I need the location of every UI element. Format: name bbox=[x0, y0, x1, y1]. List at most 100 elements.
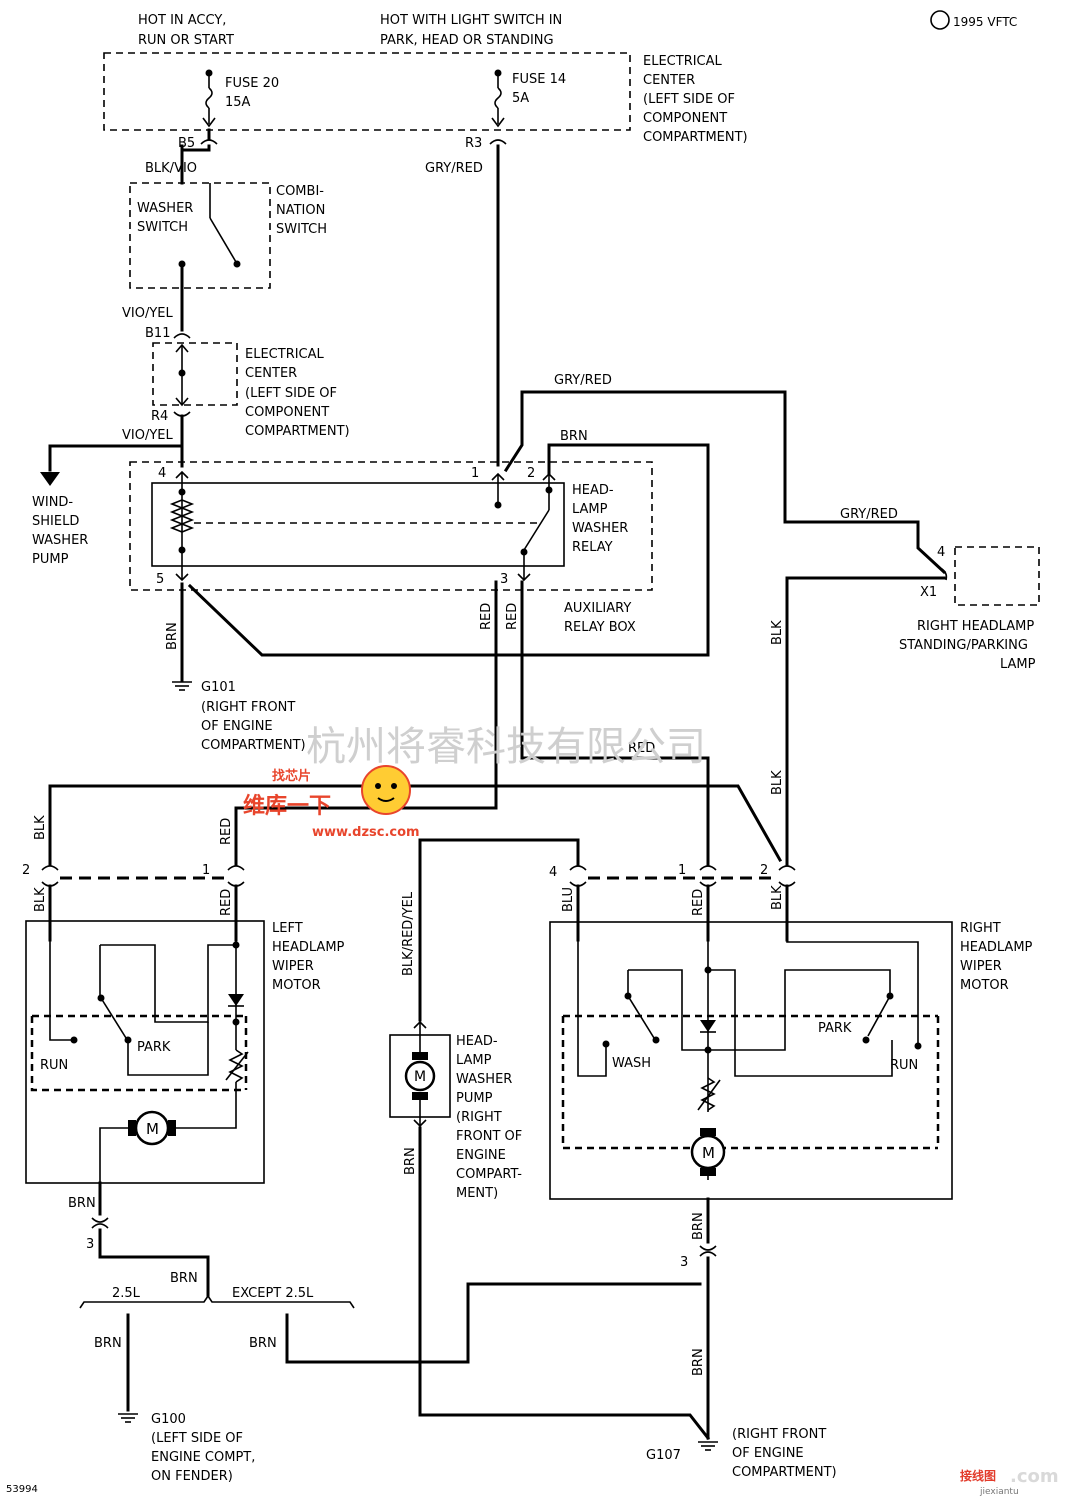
left-motor-run: RUN bbox=[40, 1058, 68, 1073]
connector-b5 bbox=[200, 139, 218, 145]
site-watermark-url: jiexiantu bbox=[979, 1487, 1019, 1497]
wire-blk-left-lower-label: BLK bbox=[33, 887, 48, 912]
right-lamp-line2: STANDING/PARKING bbox=[899, 638, 1028, 653]
wire-red-left bbox=[234, 580, 498, 867]
relay-pin-2: 2 bbox=[527, 466, 535, 481]
washer-pump-arrow-icon bbox=[40, 472, 60, 486]
fuse-14-rating: 5A bbox=[512, 91, 529, 106]
right-motor-run: RUN bbox=[890, 1058, 918, 1073]
ec-top-line5: COMPARTMENT) bbox=[643, 130, 748, 145]
wire-blk-red-yel bbox=[418, 838, 580, 1022]
relay-pin-3: 3 bbox=[500, 572, 508, 587]
wire-blk-lamp bbox=[785, 576, 946, 867]
power-right-line2: PARK, HEAD OR STANDING bbox=[380, 33, 554, 48]
right-lamp-line3: LAMP bbox=[1000, 657, 1036, 672]
ec-mid-line5: COMPARTMENT) bbox=[245, 424, 350, 439]
right-connector-1 bbox=[699, 865, 717, 887]
right-connector-4 bbox=[569, 865, 587, 887]
g101-line2: OF ENGINE bbox=[201, 719, 273, 734]
wire-vio-yel-1-label: VIO/YEL bbox=[122, 306, 173, 321]
copyright-icon bbox=[930, 10, 950, 30]
right-motor-park: PARK bbox=[818, 1021, 852, 1036]
relay-label-1: HEAD- bbox=[572, 483, 614, 498]
right-motor-pin-4: 4 bbox=[549, 865, 557, 880]
pump-line7: ENGINE bbox=[456, 1148, 506, 1163]
left-connector-1 bbox=[227, 865, 245, 887]
pump-line6: FRONT OF bbox=[456, 1129, 522, 1144]
branch-left: 2.5L bbox=[112, 1286, 141, 1301]
wire-blk-lamp-label: BLK bbox=[770, 620, 785, 645]
wire-red-right-2-label: RED bbox=[628, 741, 655, 756]
left-motor-pin-2: 2 bbox=[22, 863, 30, 878]
pump-line8: COMPART- bbox=[456, 1167, 522, 1182]
relay-inner-box bbox=[151, 482, 565, 567]
ec-top-line4: COMPONENT bbox=[643, 111, 727, 126]
relay-box-label-2: RELAY BOX bbox=[564, 620, 636, 635]
wire-brn-except bbox=[285, 1282, 702, 1364]
relay-label-4: RELAY bbox=[572, 540, 613, 555]
wire-brn-g101-label: BRN bbox=[165, 622, 180, 650]
logo-url: www.dzsc.com bbox=[312, 825, 420, 840]
wire-brn-right-2-label: BRN bbox=[691, 1348, 706, 1376]
g107-name: G107 bbox=[646, 1448, 681, 1463]
fuse-14-name: FUSE 14 bbox=[512, 72, 566, 87]
connector-x1 bbox=[939, 567, 948, 581]
washer-switch-icon bbox=[178, 183, 241, 268]
ec-mid-line2: CENTER bbox=[245, 366, 297, 381]
logo-mid: 维库一下 bbox=[243, 793, 331, 819]
left-motor-box bbox=[25, 920, 265, 1184]
relay-pin-5: 5 bbox=[156, 572, 164, 587]
pump-line5: (RIGHT bbox=[456, 1110, 502, 1125]
wire-red-left-lower-label: RED bbox=[219, 889, 234, 916]
g100-name: G100 bbox=[151, 1412, 186, 1427]
ec-mid-line3: (LEFT SIDE OF bbox=[245, 386, 337, 401]
g107-line3: COMPARTMENT) bbox=[732, 1465, 837, 1480]
right-motor-pin-2: 2 bbox=[760, 863, 768, 878]
left-motor-line1: LEFT bbox=[272, 921, 303, 936]
wire-brn-left-1-label: BRN bbox=[68, 1196, 96, 1211]
fuse-20-rating: 15A bbox=[225, 95, 251, 110]
wire-brn-left-2 bbox=[98, 1228, 210, 1297]
relay-coil-icon bbox=[169, 470, 540, 582]
washer-pump-line3: WASHER bbox=[32, 533, 88, 548]
combi-line2: NATION bbox=[276, 203, 325, 218]
ec-top-line3: (LEFT SIDE OF bbox=[643, 92, 735, 107]
right-motor-pin-1: 1 bbox=[678, 863, 686, 878]
left-motor-line3: WIPER bbox=[272, 959, 314, 974]
auxiliary-relay-box bbox=[129, 461, 653, 591]
g100-line2: ENGINE COMPT, bbox=[151, 1450, 255, 1465]
wire-brn-except-label: BRN bbox=[249, 1336, 277, 1351]
wire-brn-relay-loop bbox=[187, 443, 710, 657]
wire-brn-right-1-label: BRN bbox=[691, 1212, 706, 1240]
right-motor-m: M bbox=[702, 1144, 715, 1162]
relay-pin-4: 4 bbox=[158, 466, 166, 481]
fuse-14 bbox=[491, 69, 505, 128]
electrical-center-mid-box bbox=[152, 342, 238, 406]
wire-red-l-label: RED bbox=[219, 818, 234, 845]
pump-motor-m: M bbox=[414, 1069, 426, 1085]
washer-pump-line1: WIND- bbox=[32, 495, 73, 510]
site-watermark: 接线图 bbox=[960, 1468, 996, 1483]
combi-line1: COMBI- bbox=[276, 184, 324, 199]
ec-mid-jumper bbox=[175, 343, 189, 407]
relay-label-2: LAMP bbox=[572, 502, 608, 517]
wire-vio-yel-2-label: VIO/YEL bbox=[122, 428, 173, 443]
branch-right: EXCEPT 2.5L bbox=[232, 1286, 314, 1301]
fuse-20-name: FUSE 20 bbox=[225, 76, 279, 91]
ec-top-line2: CENTER bbox=[643, 73, 695, 88]
pump-motor-icon bbox=[404, 1020, 436, 1128]
left-connector-3 bbox=[91, 1217, 109, 1229]
right-motor-line2: HEADLAMP bbox=[960, 940, 1033, 955]
washer-pump-line2: SHIELD bbox=[32, 514, 79, 529]
relay-label-3: WASHER bbox=[572, 521, 628, 536]
wire-blu-label: BLU bbox=[561, 887, 576, 912]
g101-name: G101 bbox=[201, 680, 236, 695]
fuse-14-pin: R3 bbox=[465, 136, 482, 151]
wire-gry-red-3-label: GRY/RED bbox=[840, 507, 898, 522]
wire-blk-vio-label: BLK/VIO bbox=[145, 161, 197, 176]
wire-brn-g100-label: BRN bbox=[94, 1336, 122, 1351]
g101-line3: COMPARTMENT) bbox=[201, 738, 306, 753]
copyright-text: 1995 VFTC bbox=[953, 15, 1017, 29]
connector-b11 bbox=[173, 333, 191, 339]
